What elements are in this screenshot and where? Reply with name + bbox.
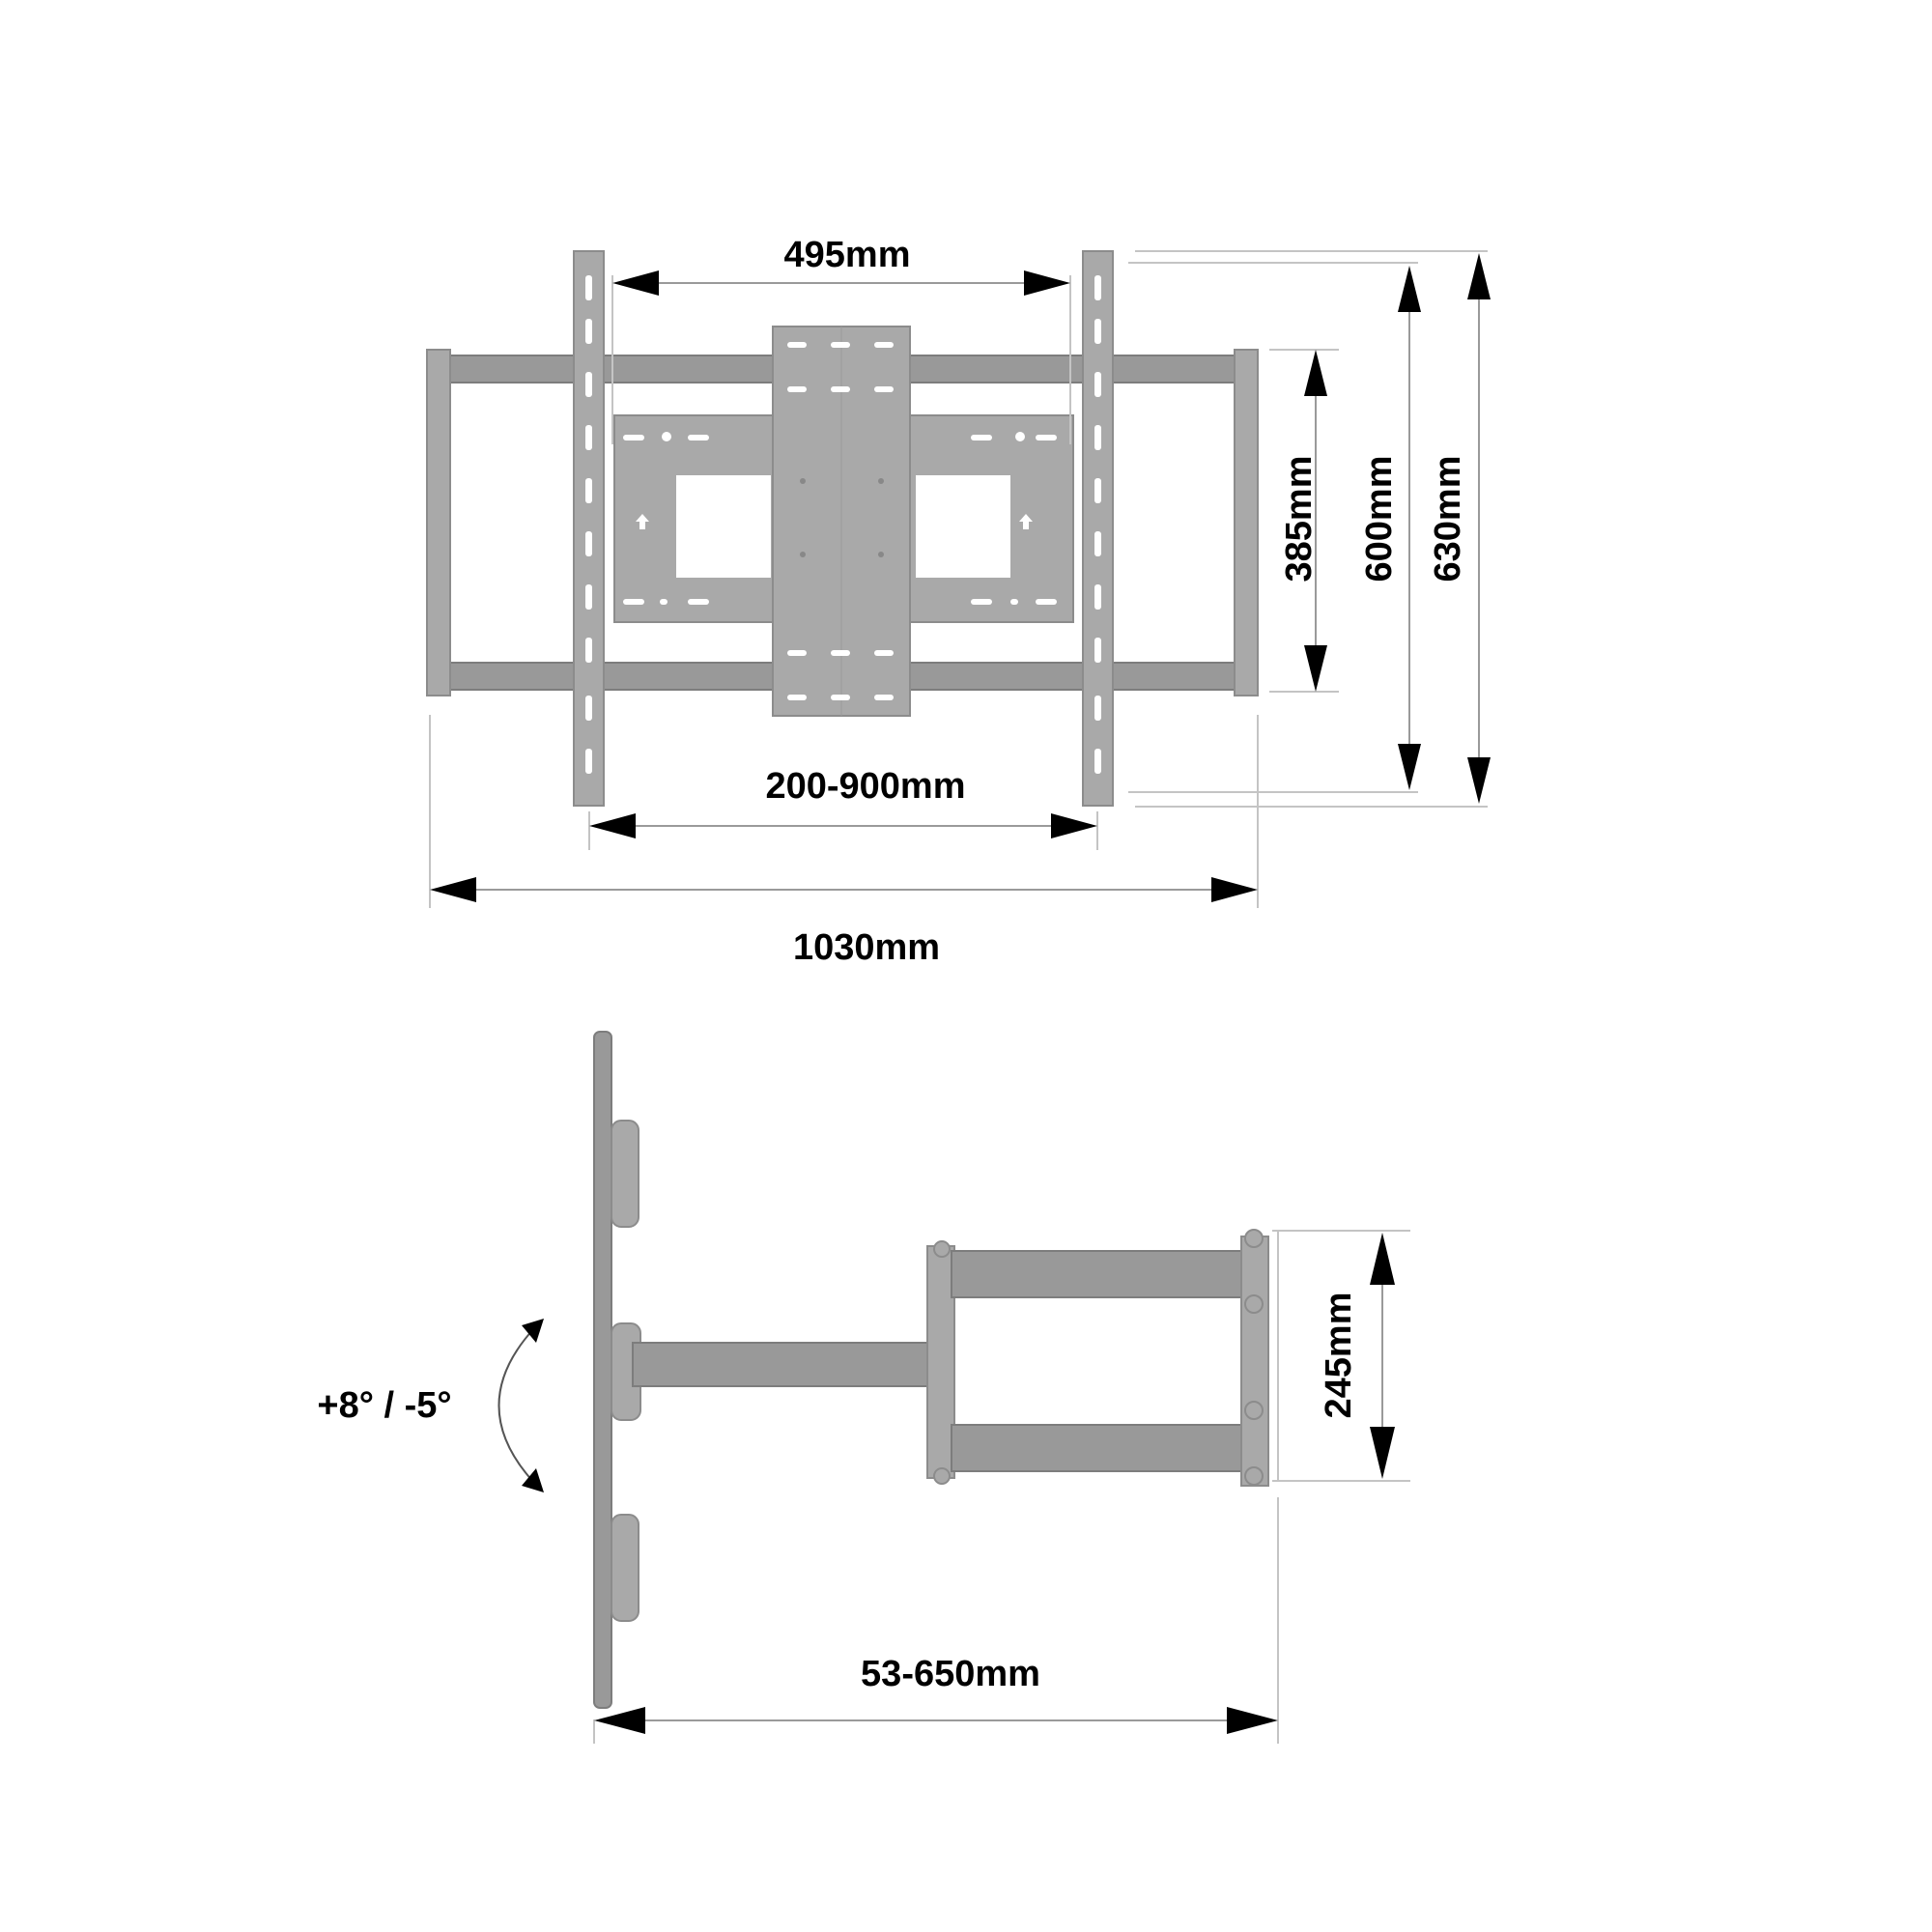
side-view: +8° / -5° 245mm 53-650mm: [317, 1031, 1410, 1744]
arm-joint: [926, 1245, 955, 1479]
right-tv-rail: [1082, 250, 1114, 807]
arrow-up-icon: [1398, 266, 1421, 312]
dimension-630mm: [1135, 250, 1491, 808]
tilt-arc-icon: [497, 1319, 544, 1492]
arrow-down-icon: [1398, 744, 1421, 790]
arrow-down-icon: [1304, 645, 1327, 692]
arrow-down-icon: [1370, 1427, 1395, 1479]
label-1030mm: 1030mm: [793, 927, 940, 968]
arrow-up-icon: [1370, 1233, 1395, 1285]
dimension-1030mm: [429, 715, 1259, 908]
upper-rear-arm: [951, 1250, 1247, 1298]
dimension-245mm: [1272, 1230, 1410, 1482]
label-245mm: 245mm: [1319, 1293, 1359, 1419]
upper-bracket: [611, 1120, 639, 1228]
arrow-right-icon: [1024, 270, 1070, 296]
dimension-495mm: [611, 270, 1071, 444]
label-53-650mm: 53-650mm: [861, 1654, 1040, 1694]
front-arm: [632, 1342, 938, 1387]
arrow-down-icon: [1467, 757, 1491, 804]
arrow-up-icon: [1467, 253, 1491, 299]
label-600mm: 600mm: [1359, 456, 1400, 582]
label-495mm: 495mm: [784, 235, 911, 275]
right-end-frame: [1234, 349, 1259, 696]
left-end-frame: [426, 349, 451, 696]
arrow-left-icon: [594, 1707, 645, 1734]
dimension-385mm: [1269, 349, 1339, 693]
label-385mm: 385mm: [1279, 456, 1320, 582]
arrow-right-icon: [1051, 813, 1097, 838]
arrow-left-icon: [612, 270, 659, 296]
arrow-right-icon: [1211, 877, 1258, 902]
arrow-right-icon: [1227, 1707, 1278, 1734]
front-view: 495mm 200-900mm 1030mm 385mm 600mm 630mm: [426, 235, 1491, 968]
label-tilt-range: +8° / -5°: [317, 1385, 451, 1426]
dimension-600mm: [1128, 262, 1421, 793]
label-630mm: 630mm: [1428, 456, 1468, 582]
wall-plate-cutout-left: [676, 475, 771, 578]
lower-bracket: [611, 1514, 639, 1622]
up-arrow-icon: [636, 514, 1033, 529]
arrow-up-icon: [1304, 350, 1327, 396]
wall-plate-cutout-right: [916, 475, 1010, 578]
wall-plate-side: [1240, 1236, 1269, 1487]
left-tv-rail: [573, 250, 605, 807]
dimension-200-900mm: [588, 811, 1098, 850]
dimension-53-650mm: [593, 1497, 1279, 1744]
arrow-left-icon: [430, 877, 476, 902]
tv-rail-side: [593, 1031, 612, 1709]
label-200-900mm: 200-900mm: [765, 766, 965, 807]
arrow-left-icon: [589, 813, 636, 838]
lower-rear-arm: [951, 1424, 1247, 1472]
